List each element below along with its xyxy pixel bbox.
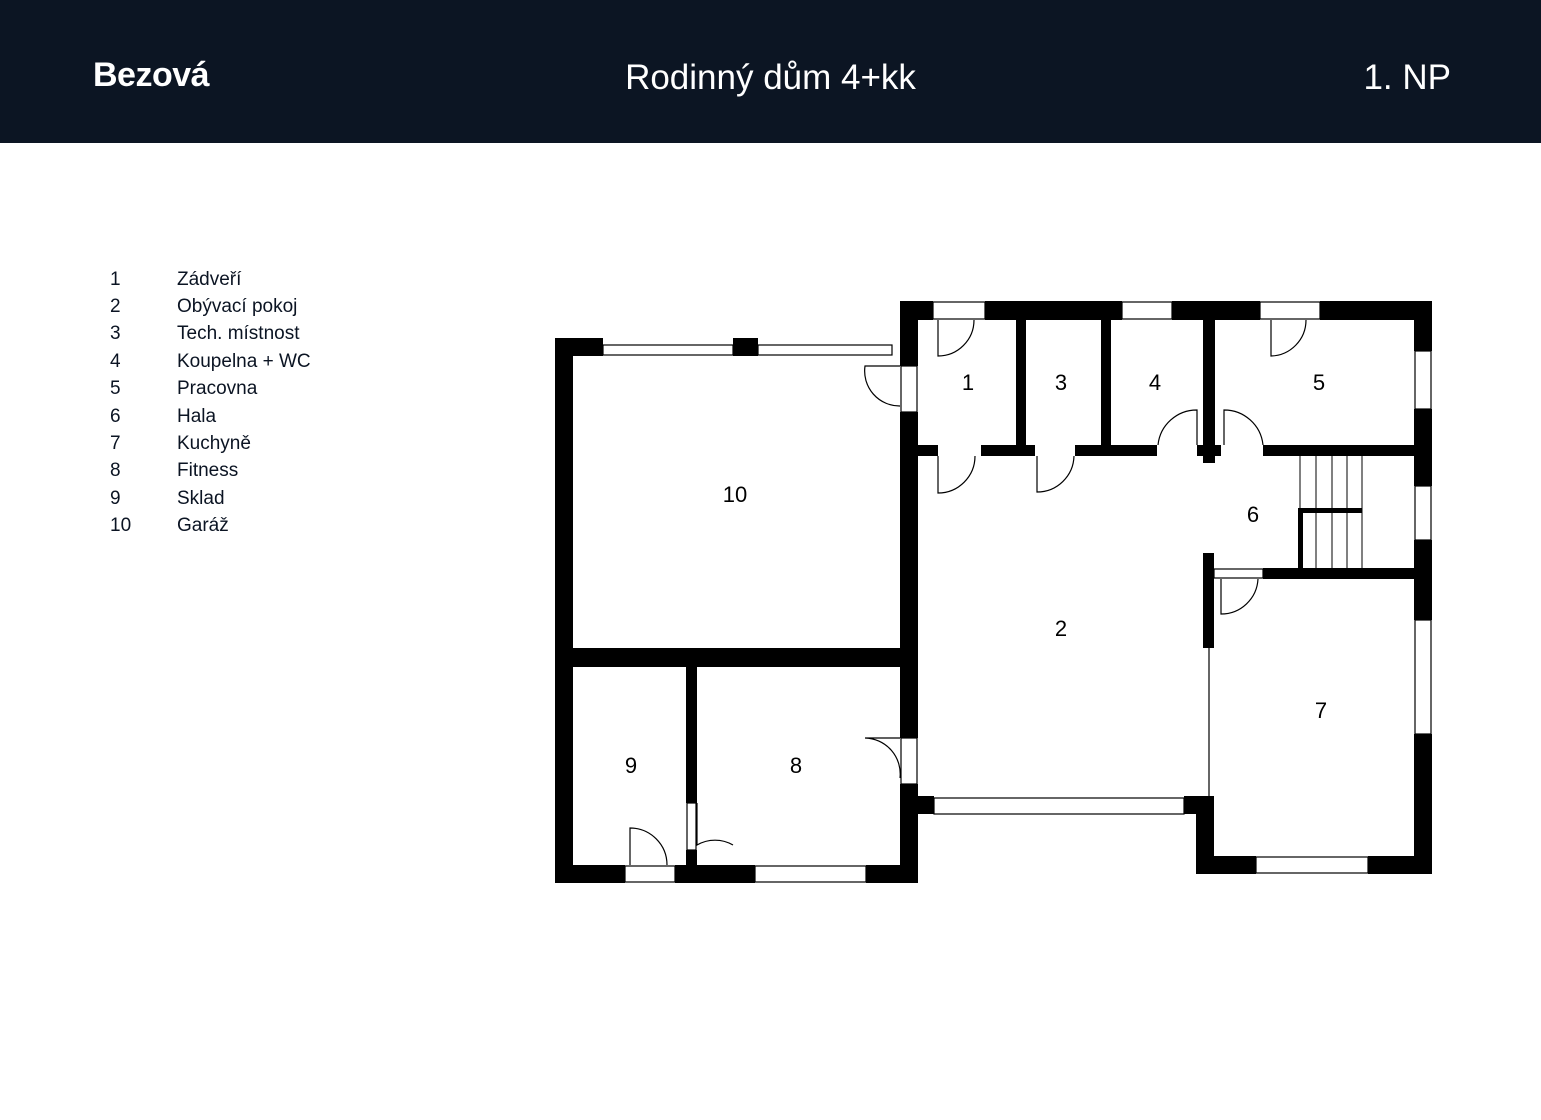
legend-number: 2 bbox=[110, 296, 121, 318]
staircase bbox=[1299, 456, 1363, 568]
room-label-5: 5 bbox=[1313, 370, 1325, 395]
room-label-10: 10 bbox=[723, 482, 747, 507]
legend-label: Garáž bbox=[177, 515, 229, 537]
doors bbox=[629, 319, 1307, 866]
legend-item: 4 Koupelna + WC bbox=[110, 348, 311, 375]
legend-item: 6 Hala bbox=[110, 403, 311, 430]
legend-label: Kuchyně bbox=[177, 433, 251, 455]
legend-item: 9 Sklad bbox=[110, 485, 311, 512]
room-label-2: 2 bbox=[1055, 616, 1067, 641]
legend-item: 1 Zádveří bbox=[110, 266, 311, 293]
page-title: Rodinný dům 4+kk bbox=[625, 58, 916, 97]
room-label-7: 7 bbox=[1315, 698, 1327, 723]
legend-label: Hala bbox=[177, 405, 217, 427]
legend-label: Sklad bbox=[177, 487, 225, 509]
legend-item: 3 Tech. místnost bbox=[110, 321, 311, 348]
floor-label: 1. NP bbox=[1363, 58, 1451, 97]
legend-number: 6 bbox=[110, 405, 121, 427]
legend-item: 10 Garáž bbox=[110, 513, 311, 540]
walls bbox=[555, 301, 1432, 883]
brand-name: Bezová bbox=[93, 56, 210, 94]
legend-item: 8 Fitness bbox=[110, 458, 311, 485]
legend-number: 1 bbox=[110, 268, 121, 290]
room-label-1: 1 bbox=[962, 370, 974, 395]
legend-label: Tech. místnost bbox=[177, 323, 300, 345]
room-label-9: 9 bbox=[625, 753, 637, 778]
room-label-6: 6 bbox=[1247, 502, 1259, 527]
room-label-8: 8 bbox=[790, 753, 802, 778]
legend-label: Koupelna + WC bbox=[177, 350, 311, 372]
room-label-3: 3 bbox=[1055, 370, 1067, 395]
windows bbox=[555, 301, 1432, 883]
legend-number: 7 bbox=[110, 433, 121, 455]
legend-item: 5 Pracovna bbox=[110, 376, 311, 403]
legend-number: 9 bbox=[110, 487, 121, 509]
legend-item: 2 Obývací pokoj bbox=[110, 293, 311, 320]
header-bar: Bezová Rodinný dům 4+kk 1. NP bbox=[0, 0, 1541, 143]
legend-item: 7 Kuchyně bbox=[110, 430, 311, 457]
legend-label: Pracovna bbox=[177, 378, 258, 400]
legend-number: 3 bbox=[110, 323, 121, 345]
room-label-4: 4 bbox=[1149, 370, 1161, 395]
legend-label: Obývací pokoj bbox=[177, 296, 298, 318]
legend-number: 8 bbox=[110, 460, 121, 482]
legend-label: Zádveří bbox=[177, 268, 242, 290]
legend-number: 10 bbox=[110, 515, 132, 537]
legend-label: Fitness bbox=[177, 460, 239, 482]
legend-number: 4 bbox=[110, 350, 121, 372]
legend-number: 5 bbox=[110, 378, 121, 400]
